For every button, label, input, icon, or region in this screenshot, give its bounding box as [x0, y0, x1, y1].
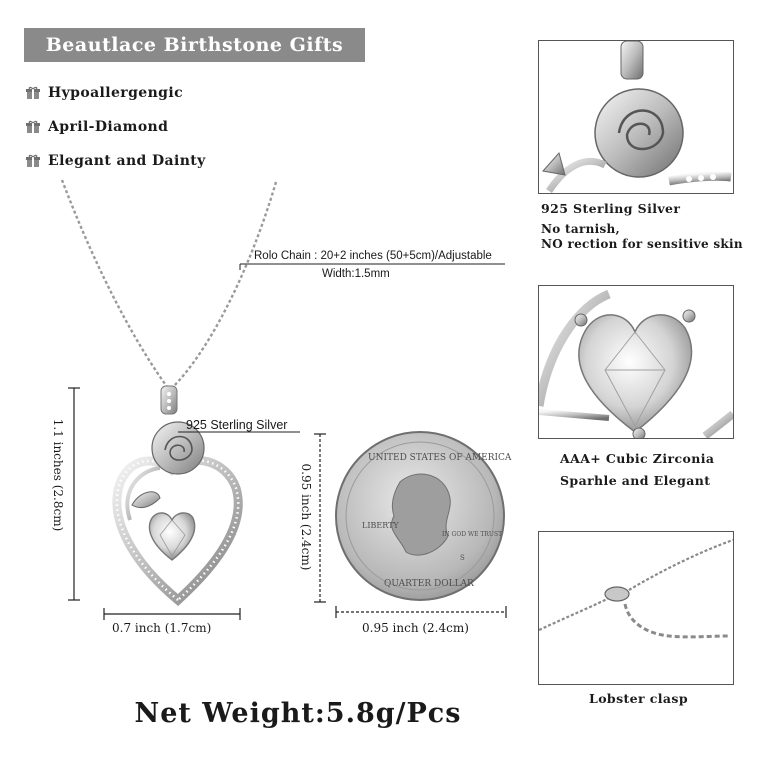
feature-item-april-diamond: April-Diamond	[26, 117, 168, 137]
coin-liberty-text: LIBERTY	[362, 521, 399, 530]
gift-icon	[26, 154, 40, 167]
detail-panel-rose	[538, 40, 734, 194]
feature-label: Elegant and Dainty	[48, 153, 206, 169]
rose-detail-image	[542, 41, 732, 193]
coin-height-label: 0.95 inch (2.4cm)	[299, 463, 313, 571]
feature-item-hypoallergenic: Hypoallergengic	[26, 83, 183, 103]
gift-icon	[26, 86, 40, 99]
coin-mint-mark: S	[460, 554, 465, 562]
feature-label: April-Diamond	[48, 119, 169, 135]
panel-caption-sterling: 925 Sterling Silver	[541, 201, 681, 216]
chain-width-label: Width:1.5mm	[322, 268, 390, 280]
pendant-width-label: 0.7 inch (1.7cm)	[112, 621, 212, 635]
necklace-illustration	[60, 179, 505, 620]
net-weight-label: Net Weight:5.8g/Pcs	[134, 698, 462, 729]
panel-caption-clasp: Lobster clasp	[589, 691, 689, 706]
coin-top-text: UNITED STATES OF AMERICA	[368, 453, 512, 463]
coin-bottom-text: QUARTER DOLLAR	[384, 579, 474, 589]
pendant-material-label: 925 Sterling Silver	[186, 418, 288, 432]
detail-panel-clasp	[538, 531, 734, 685]
panel-sub-sparkle: Sparhle and Elegant	[560, 473, 711, 488]
panel-sub-no-tarnish: No tarnish,	[541, 222, 621, 236]
detail-panel-gem	[538, 285, 734, 439]
feature-label: Hypoallergengic	[48, 85, 183, 101]
pendant-height-label: 1.1 inches (2.8cm)	[51, 418, 65, 532]
panel-caption-zirconia: AAA+ Cubic Zirconia	[560, 451, 715, 466]
feature-item-elegant: Elegant and Dainty	[26, 151, 206, 171]
quarter-coin: LIBERTY IN GOD WE TRUST S UNITED STATES …	[314, 431, 512, 618]
coin-motto-text: IN GOD WE TRUST	[442, 531, 502, 538]
chain-spec-label: Rolo Chain : 20+2 inches (50+5cm)/Adjust…	[254, 250, 492, 262]
clasp-detail-image	[539, 538, 733, 639]
gift-icon	[26, 120, 40, 133]
brand-banner: Beautlace Birthstone Gifts	[24, 28, 365, 62]
panel-sub-no-reaction: NO rection for sensitive skin	[541, 237, 743, 251]
coin-width-label: 0.95 inch (2.4cm)	[362, 621, 469, 635]
gem-detail-image	[539, 289, 733, 438]
